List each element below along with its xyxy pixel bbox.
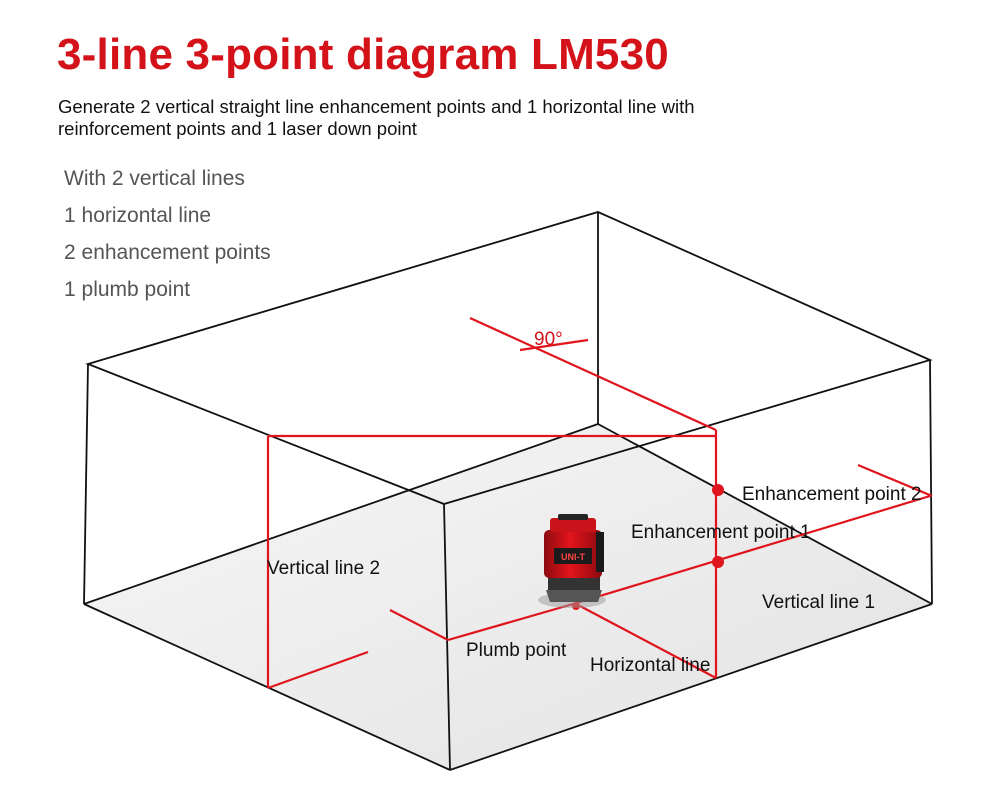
feature-list: With 2 vertical lines 1 horizontal line … [64, 164, 271, 312]
vertical-line-2-floor [267, 650, 369, 690]
laser-lines [266, 316, 933, 690]
vertical-line-2-label: Vertical line 2 [267, 558, 380, 579]
page-subtitle: Generate 2 vertical straight line enhanc… [58, 96, 695, 139]
feature-item: 1 horizontal line [64, 204, 212, 227]
device-brand: UNI-T [561, 552, 585, 562]
horizontal-line-label: Horizontal line [590, 655, 710, 676]
vertical-line-1-ceiling [469, 316, 717, 432]
plumb-point-label: Plumb point [466, 640, 567, 661]
horizontal-line-left [389, 609, 449, 641]
horizontal-line-front [447, 600, 581, 642]
feature-item: 2 enhancement points [64, 241, 271, 264]
room-floor [84, 424, 932, 770]
feature-item: With 2 vertical lines [64, 167, 245, 190]
enhancement-point-2-label: Enhancement point 2 [742, 484, 922, 505]
feature-item: 1 plumb point [64, 278, 191, 301]
enhancement-point-1-label: Enhancement point 1 [631, 522, 811, 543]
horizontal-line-right [579, 494, 931, 604]
angle-marker-line [519, 338, 589, 352]
room-outline [83, 211, 933, 771]
horizontal-line-wall [857, 463, 933, 498]
enhancement-point-1-dot [712, 556, 724, 568]
page-title: 3-line 3-point diagram LM530 [57, 30, 669, 79]
vertical-line-1-label: Vertical line 1 [762, 592, 875, 613]
enhancement-point-2-dot [712, 484, 724, 496]
vertical-line-1-floor [579, 605, 717, 679]
laser-level-device: UNI-T [538, 514, 606, 608]
angle-label: 90° [534, 329, 563, 350]
